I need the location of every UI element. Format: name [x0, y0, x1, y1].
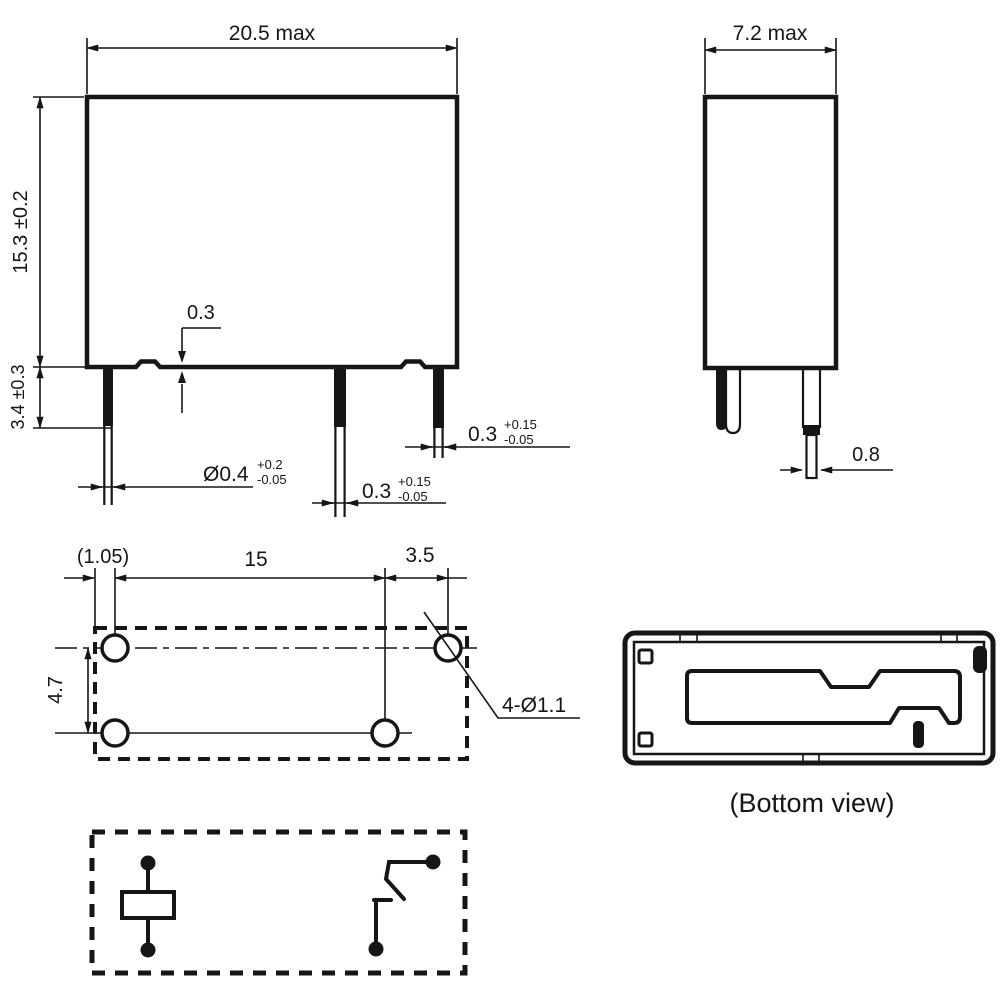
hole-spec-label: 4-Ø1.1: [502, 694, 566, 717]
dim-side-pin-width: 0.8: [780, 444, 893, 474]
hole-pitch-long-label: 15: [244, 548, 267, 571]
dim-terminal-length: 3.4 ±0.3: [8, 365, 112, 430]
hole-bottom-right: [370, 718, 400, 748]
dim-right-pin-thickness: 0.3 +0.15 -0.05: [405, 417, 570, 451]
side-pins: [716, 366, 822, 480]
right-pin-thickness-label: 0.3: [468, 423, 497, 446]
coil-terminal-top: [140, 855, 156, 871]
center-pin-upper-tol: +0.15: [398, 474, 431, 489]
hole-top-right: [433, 633, 463, 663]
dim-side-width: 7.2 max: [704, 22, 837, 94]
front-width-label: 20.5 max: [229, 22, 316, 45]
pcb-outline-dashed: [93, 626, 469, 761]
bottom-slot-middle: [913, 721, 924, 748]
right-pin-lower-tol: -0.05: [504, 432, 534, 447]
mounting-holes: [100, 633, 463, 748]
dim-hole-pitch-vertical: 4.7: [45, 647, 92, 734]
contact-pin-middle: [334, 367, 346, 517]
terminal-length-label: 3.4 ±0.3: [8, 365, 28, 430]
coil-pin-dia-label: Ø0.4: [203, 463, 249, 486]
dim-hole-offsets: (1.05) 15 3.5: [64, 544, 467, 582]
bottom-slot-right: [973, 646, 987, 673]
contact-fixed: [372, 898, 393, 944]
hole-edge-offset-label: (1.05): [77, 546, 129, 568]
contact-terminal-top: [425, 854, 441, 870]
coil-pin-left: [103, 367, 113, 505]
side-pin-width-label: 0.8: [852, 444, 880, 466]
dim-front-width: 20.5 max: [86, 22, 458, 94]
side-pin-solid: [716, 368, 727, 430]
center-pin-thickness-label: 0.3: [362, 480, 391, 503]
relay-case-side: [702, 94, 839, 371]
pcb-hole-layout: (1.05) 15 3.5 4.7 4-Ø1.1: [45, 544, 580, 761]
coil-symbol: [120, 855, 176, 958]
schematic-border-dashed: [89, 829, 468, 976]
side-width-label: 7.2 max: [733, 22, 808, 45]
bottom-square-hole-top: [637, 648, 654, 665]
front-height-label: 15.3 ±0.2: [10, 190, 32, 273]
contact-symbol: [368, 854, 441, 957]
bottom-cavity-outline: [685, 669, 962, 725]
edge-ticks: [679, 633, 958, 763]
coil-contact-schematic: [89, 829, 468, 976]
dim-center-pin-thickness: 0.3 +0.15 -0.05: [312, 474, 446, 507]
relay-case-front: [84, 94, 460, 370]
contact-blade: [383, 860, 432, 901]
coil-pin-dia-lower-tol: -0.05: [257, 472, 287, 487]
center-pin-lower-tol: -0.05: [398, 489, 428, 504]
standoff-label: 0.3: [187, 302, 215, 324]
dim-standoff: 0.3: [178, 302, 221, 413]
coil-pin-dia-upper-tol: +0.2: [257, 457, 283, 472]
right-pin-upper-tol: +0.15: [504, 417, 537, 432]
dim-coil-pin-diameter: Ø0.4 +0.2 -0.05: [78, 457, 287, 491]
hole-top-left: [100, 633, 130, 663]
hole-pitch-short-label: 3.5: [405, 544, 434, 567]
bottom-square-hole-bottom: [637, 731, 654, 748]
coil-body: [120, 890, 176, 920]
hole-bottom-left: [100, 718, 130, 748]
bottom-view: (Bottom view): [622, 630, 996, 818]
hole-spec-leader: 4-Ø1.1: [423, 611, 580, 719]
contact-terminal-bottom: [368, 941, 384, 957]
front-view: 20.5 max 15.3 ±0.2 3.4 ±0.3 0.3 Ø0.4: [8, 22, 570, 517]
side-view: 7.2 max 0.8: [702, 22, 893, 480]
dim-front-height: 15.3 ±0.2: [10, 96, 84, 368]
bottom-view-caption: (Bottom view): [729, 788, 894, 818]
contact-pin-right: [433, 367, 444, 458]
hole-pitch-vertical-label: 4.7: [45, 676, 67, 704]
coil-terminal-bottom: [140, 942, 156, 958]
bottom-view-inner: [632, 640, 986, 756]
